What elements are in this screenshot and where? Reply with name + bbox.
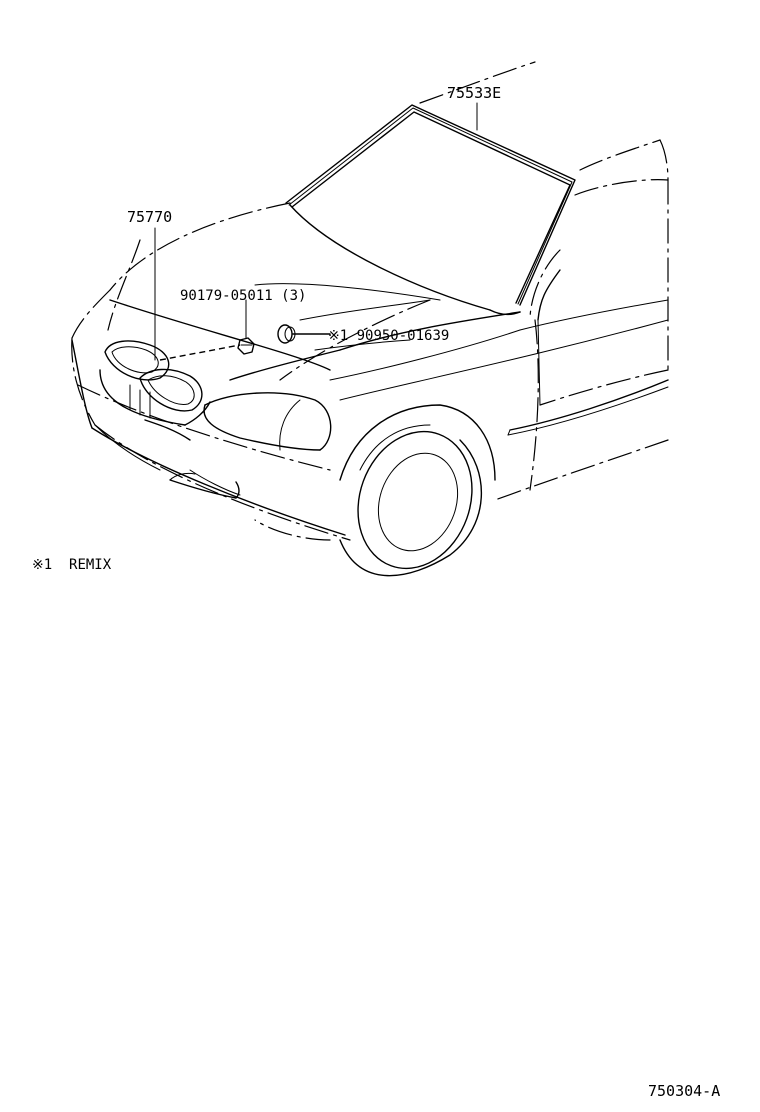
part-label-windshield-molding: 75533E bbox=[447, 84, 501, 102]
clip-fastener bbox=[277, 324, 331, 344]
windshield-molding bbox=[285, 104, 576, 321]
nut-fastener bbox=[237, 337, 255, 355]
side-body bbox=[507, 319, 669, 436]
leader-lines bbox=[154, 102, 478, 361]
vehicle-body-outline bbox=[71, 61, 669, 541]
remix-note: ※1 REMIX bbox=[32, 557, 112, 573]
figure-id: 750304-A bbox=[648, 1082, 720, 1100]
headlight bbox=[203, 392, 332, 451]
part-label-grille: 75770 bbox=[127, 208, 172, 226]
hood-lines bbox=[109, 204, 669, 401]
front-wheel bbox=[339, 404, 496, 577]
grille-assembly bbox=[99, 340, 211, 426]
part-label-nut: 90179-05011 (3) bbox=[180, 288, 306, 304]
front-bumper bbox=[71, 339, 346, 536]
part-label-clip: ※1 90950-01639 bbox=[328, 328, 449, 344]
